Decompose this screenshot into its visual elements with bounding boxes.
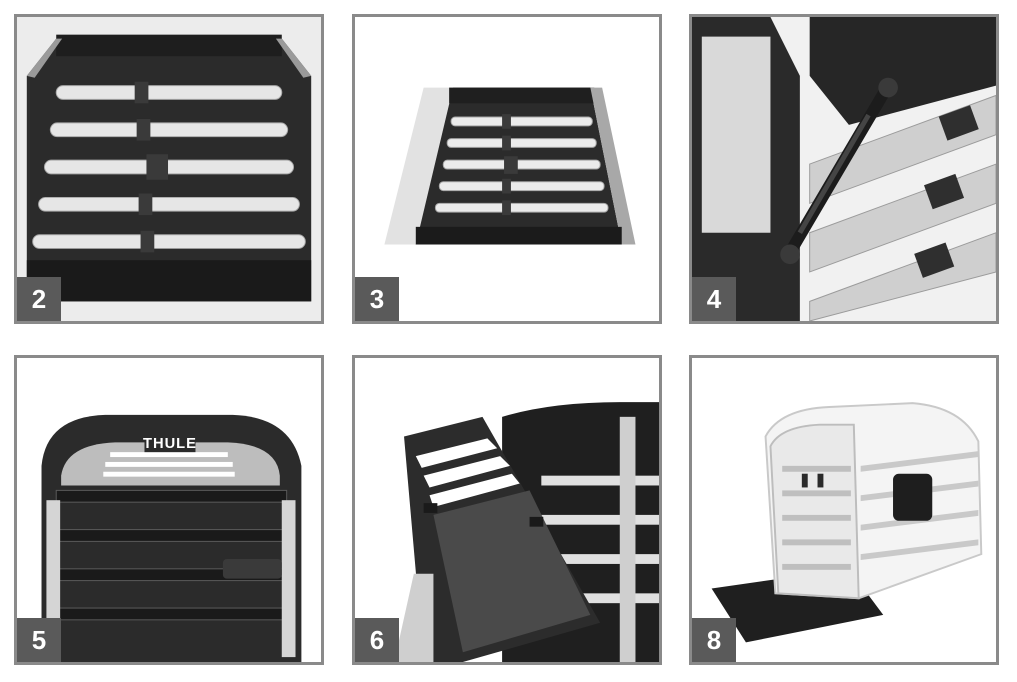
photo-tile-8: 8 — [689, 355, 999, 665]
tile-number-badge: 5 — [17, 618, 61, 662]
photo-tile-2: 2 — [14, 14, 324, 324]
crate-front-door-photo — [355, 17, 659, 321]
photo-tile-5: THULE 5 — [14, 355, 324, 665]
tile-number-badge: 2 — [17, 277, 61, 321]
crate-rear-window-photo: THULE — [17, 358, 321, 662]
crate-complete-photo — [692, 358, 996, 662]
photo-tile-6: 6 — [352, 355, 662, 665]
crate-front-bars-photo — [17, 17, 321, 321]
photo-tile-3: 3 — [352, 14, 662, 324]
gas-strut-hinge-photo — [692, 17, 996, 321]
tile-number-badge: 3 — [355, 277, 399, 321]
tile-number-badge: 6 — [355, 618, 399, 662]
crate-open-door-photo — [355, 358, 659, 662]
tile-number-badge: 4 — [692, 277, 736, 321]
thule-logo: THULE — [143, 436, 197, 452]
photo-tile-4: 4 — [689, 14, 999, 324]
tile-number-badge: 8 — [692, 618, 736, 662]
